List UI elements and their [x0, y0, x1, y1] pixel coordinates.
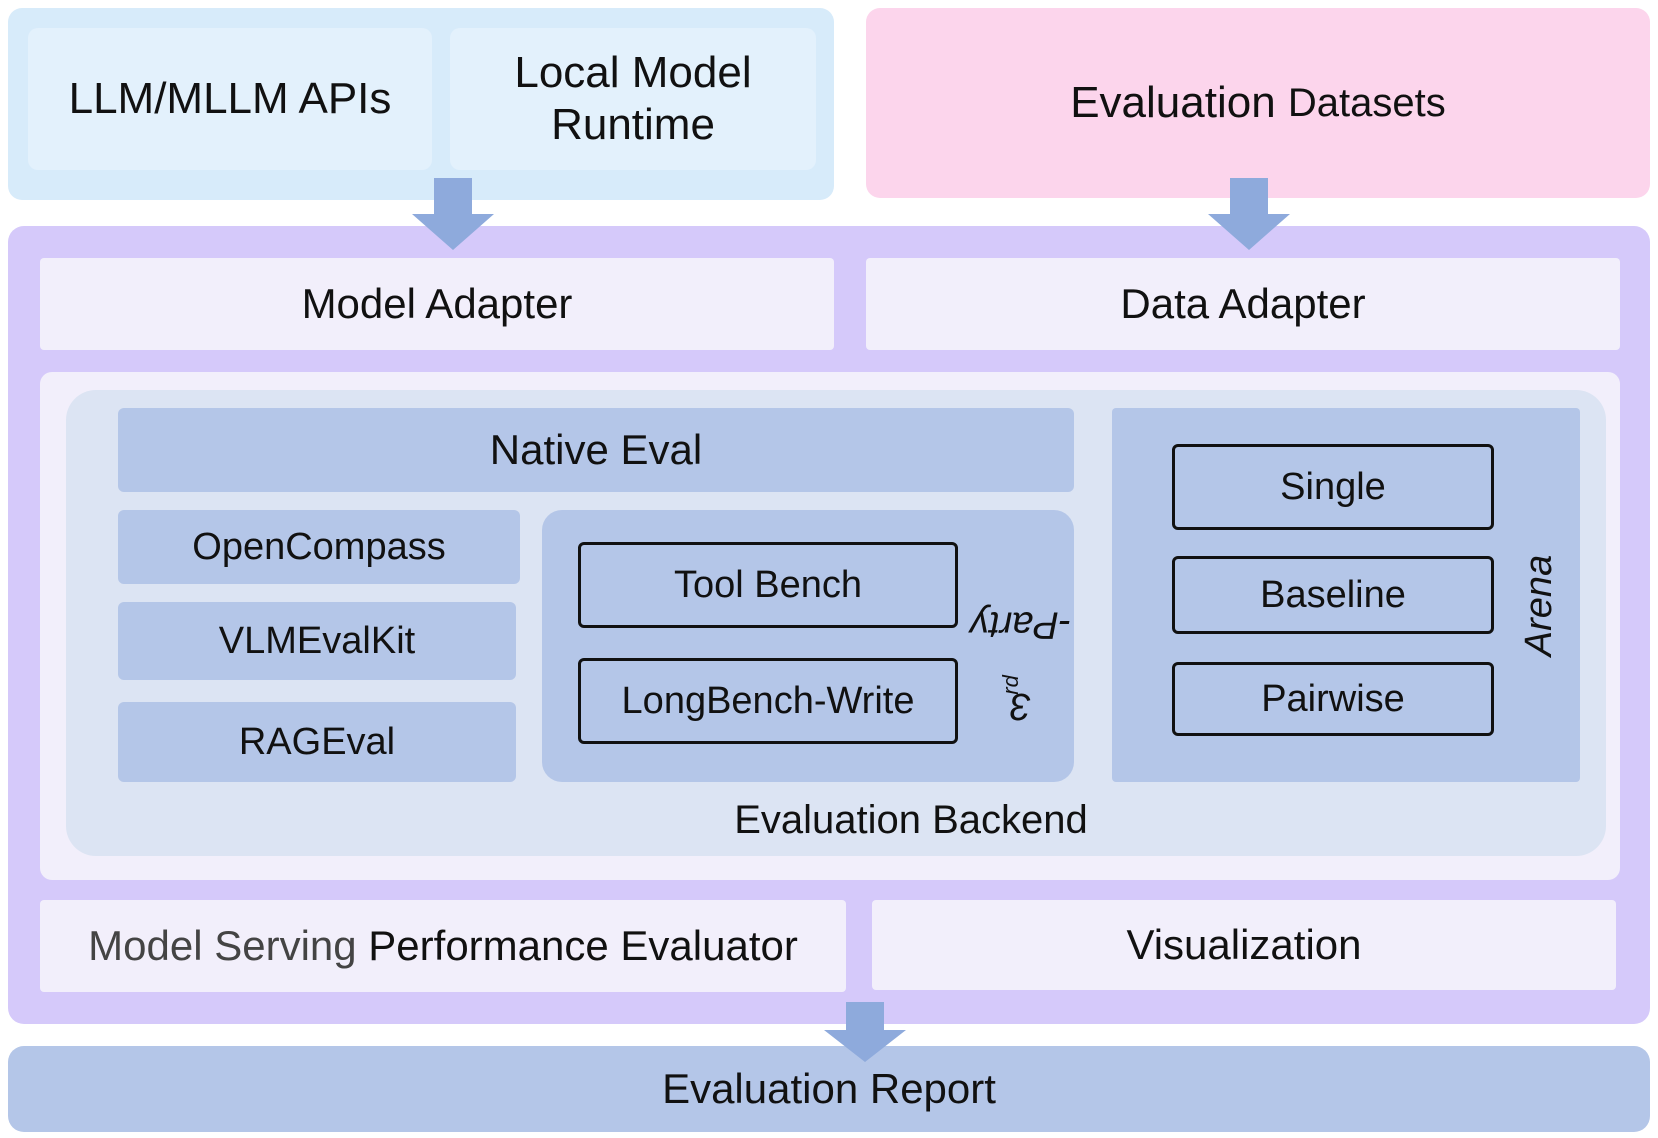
arrow-down-icon	[412, 178, 494, 250]
third-party-label: 3rd-Party	[970, 530, 1071, 760]
local-runtime-label-line2: Runtime	[551, 100, 715, 149]
arrow-down-icon	[1208, 178, 1290, 250]
third-party-suffix: -Party	[969, 604, 1072, 647]
native-eval-box: Native Eval	[118, 408, 1074, 492]
single-label: Single	[1280, 465, 1386, 508]
tool-bench-label: Tool Bench	[673, 563, 862, 606]
pairwise-box: Pairwise	[1172, 662, 1494, 736]
local-model-runtime-box: Local Model Runtime	[450, 28, 816, 170]
rageval-box: RAGEval	[118, 702, 516, 782]
model-adapter-label: Model Adapter	[301, 280, 573, 327]
evaluation-report-box: Evaluation Report	[8, 1046, 1650, 1132]
local-runtime-label-line1: Local Model	[514, 48, 752, 97]
evaluation-report-label: Evaluation Report	[662, 1065, 996, 1112]
pairwise-label: Pairwise	[1261, 677, 1405, 720]
opencompass-label: OpenCompass	[192, 525, 446, 568]
performance-evaluator-box: Model Serving Performance Evaluator	[40, 900, 846, 992]
longbench-write-box: LongBench-Write	[578, 658, 958, 744]
vlmevalkit-box: VLMEvalKit	[118, 602, 516, 680]
visualization-box: Visualization	[872, 900, 1616, 990]
arena-label-text: Arena	[1518, 554, 1561, 656]
model-adapter-box: Model Adapter	[40, 258, 834, 350]
data-adapter-box: Data Adapter	[866, 258, 1620, 350]
evaluation-backend-label: Evaluation Backend	[66, 790, 1626, 850]
longbench-write-label: LongBench-Write	[621, 679, 915, 722]
datasets-label-main: Evaluation	[1070, 78, 1276, 127]
arena-label: Arena	[1500, 520, 1580, 690]
llm-apis-box: LLM/MLLM APIs	[28, 28, 432, 170]
evaluation-datasets-panel: Evaluation Datasets	[866, 8, 1650, 198]
baseline-box: Baseline	[1172, 556, 1494, 634]
data-adapter-label: Data Adapter	[1120, 280, 1366, 327]
llm-apis-label: LLM/MLLM APIs	[68, 74, 392, 123]
rageval-label: RAGEval	[238, 720, 396, 763]
third-party-prefix: 3	[1009, 684, 1031, 727]
visualization-label: Visualization	[1126, 921, 1362, 968]
arrow-down-icon	[824, 996, 906, 1068]
single-box: Single	[1172, 444, 1494, 530]
datasets-label-sub: Datasets	[1287, 80, 1446, 125]
baseline-label: Baseline	[1260, 573, 1406, 616]
native-eval-label: Native Eval	[489, 426, 703, 473]
evaluation-backend-label-text: Evaluation Backend	[734, 797, 1088, 842]
perf-eval-prefix: Model Serving	[88, 922, 357, 969]
perf-eval-suffix: Performance Evaluator	[368, 922, 798, 969]
opencompass-box: OpenCompass	[118, 510, 520, 584]
vlmevalkit-label: VLMEvalKit	[218, 619, 416, 662]
tool-bench-box: Tool Bench	[578, 542, 958, 628]
